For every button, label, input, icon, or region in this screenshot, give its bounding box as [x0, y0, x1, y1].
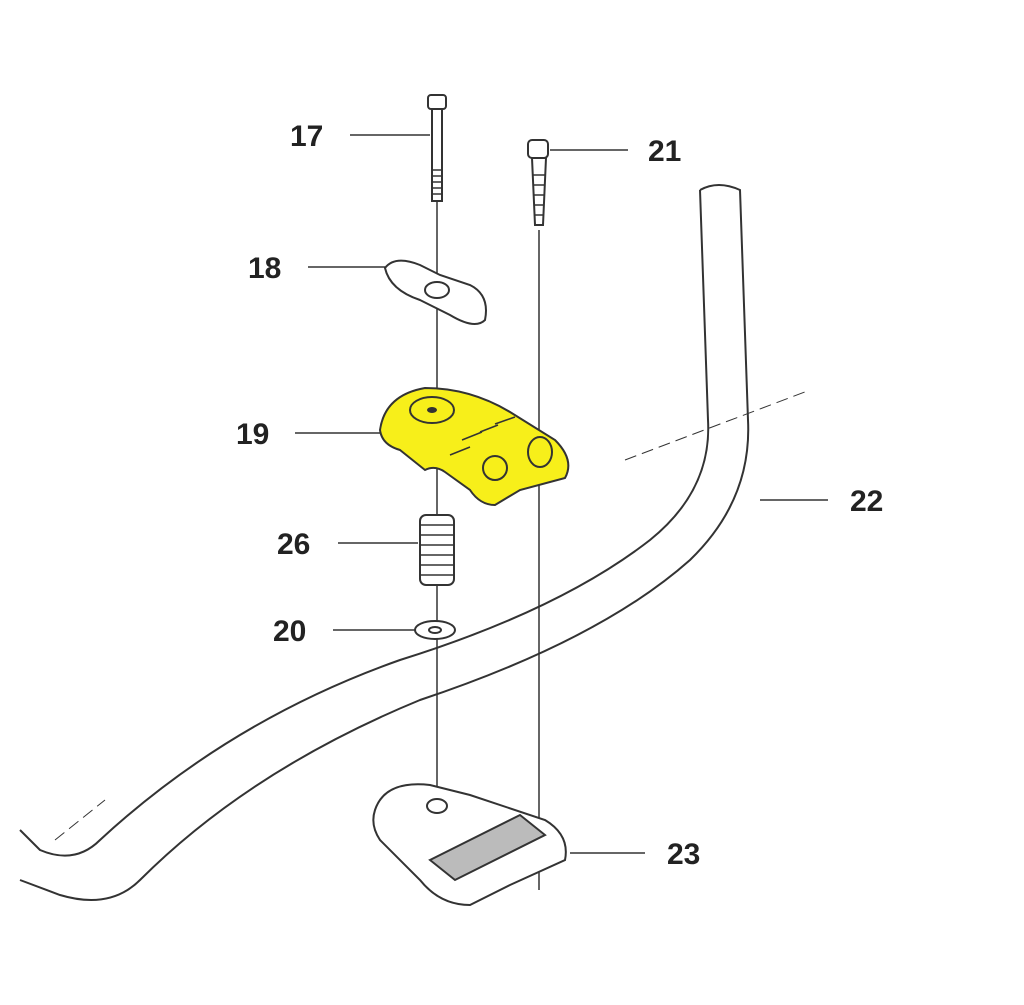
- callout-17[interactable]: 17: [290, 120, 323, 153]
- callout-23[interactable]: 23: [667, 838, 700, 871]
- handle-bar-part-22[interactable]: [19, 184, 811, 901]
- callout-19[interactable]: 19: [236, 418, 269, 451]
- callout-22[interactable]: 22: [850, 485, 883, 518]
- callout-20[interactable]: 20: [273, 615, 306, 648]
- wing-nut-part-18[interactable]: [383, 259, 487, 325]
- callout-18[interactable]: 18: [248, 252, 281, 285]
- base-part-23[interactable]: [372, 783, 567, 907]
- washer-part-20[interactable]: [414, 620, 456, 640]
- screw-part-21[interactable]: [527, 139, 549, 226]
- bolt-part-17[interactable]: [427, 94, 447, 202]
- clamp-part-19[interactable]: [378, 386, 570, 507]
- callout-21[interactable]: 21: [648, 135, 681, 168]
- callout-26[interactable]: 26: [277, 528, 310, 561]
- spring-part-26[interactable]: [419, 514, 455, 586]
